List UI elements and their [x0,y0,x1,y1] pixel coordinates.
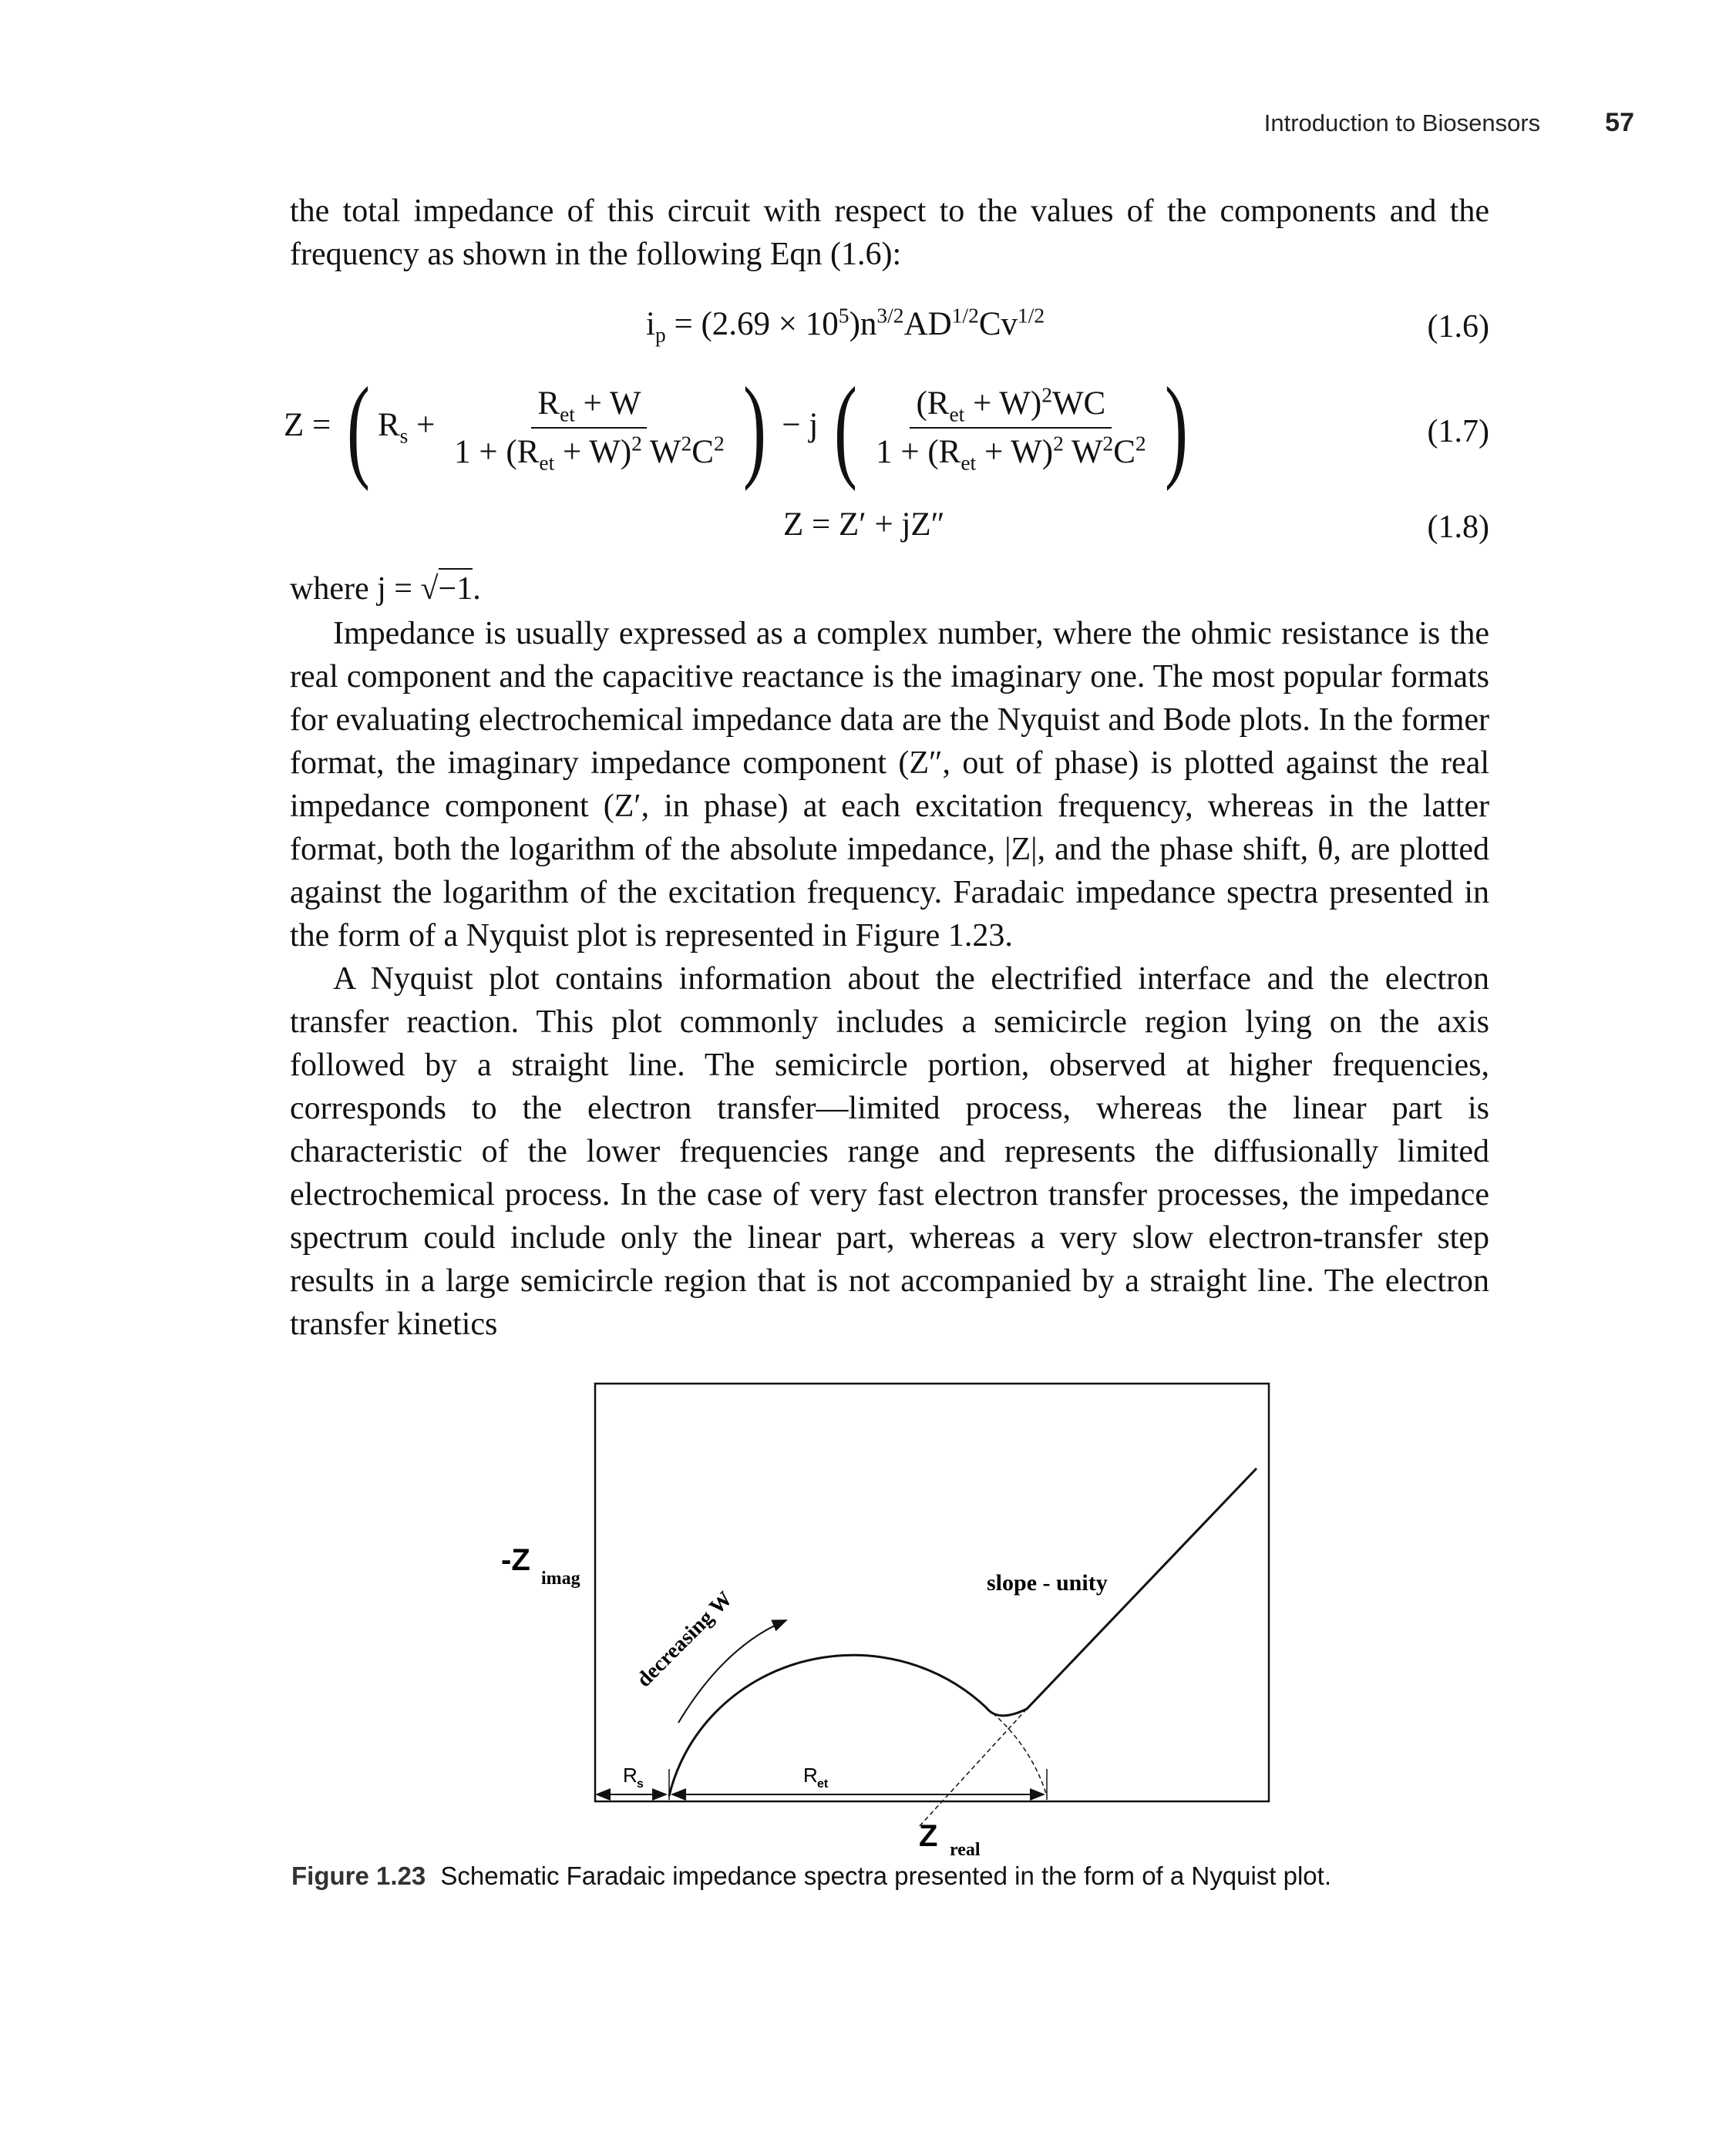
x-axis-label: Z [919,1819,937,1853]
equation-1-6-body: ip = (2.69 × 105)n3/2AD1/2Cv1/2 [646,303,1045,347]
x-axis-label-sub: real [950,1840,981,1860]
ret-label-sub: et [817,1777,829,1791]
impedance-curve [668,1467,1258,1797]
y-axis-label: -Z [501,1543,530,1577]
figure-caption: Figure 1.23 Schematic Faradaic impedance… [291,1862,1331,1891]
equation-1-6-number: (1.6) [1427,309,1489,345]
decreasing-w-label: decreasing W [632,1587,737,1692]
slope-label: slope - unity [987,1570,1108,1596]
page-number: 57 [1605,108,1634,137]
equation-1-7-number: (1.7) [1427,414,1489,449]
equation-1-8-number: (1.8) [1427,510,1489,545]
equation-1-6: ip = (2.69 × 105)n3/2AD1/2Cv1/2 (1.6) [290,302,1489,356]
decreasing-w-arrow [678,1619,788,1724]
equation-1-8-body: Z = Z′ + jZ″ [783,506,945,543]
paragraph-nyquist: A Nyquist plot contains information abou… [290,961,1489,1342]
rs-label-sub: s [637,1777,644,1791]
where-line: where j = √−1. [290,567,1489,610]
y-axis-label-sub: imag [541,1569,580,1589]
equation-1-8: Z = Z′ + jZ″ (1.8) [290,503,1489,557]
rs-label: R [623,1764,638,1787]
caption-text: Schematic Faradaic impedance spectra pre… [440,1862,1331,1890]
nyquist-figure: -Z imag Z real R s R et slope - unity de… [501,1382,1270,1860]
running-title: Introduction to Biosensors [1263,109,1541,136]
intro-paragraph: the total impedance of this circuit with… [290,193,1489,272]
running-head: Introduction to Biosensors 57 [1264,108,1634,138]
plot-frame [594,1382,1270,1803]
ret-label: R [803,1764,818,1787]
paragraph-impedance: Impedance is usually expressed as a comp… [290,616,1489,953]
where-text: where j [290,571,386,607]
caption-label: Figure 1.23 [291,1862,426,1890]
slope-extension [918,1708,1028,1828]
semicircle-extension [986,1707,1048,1797]
